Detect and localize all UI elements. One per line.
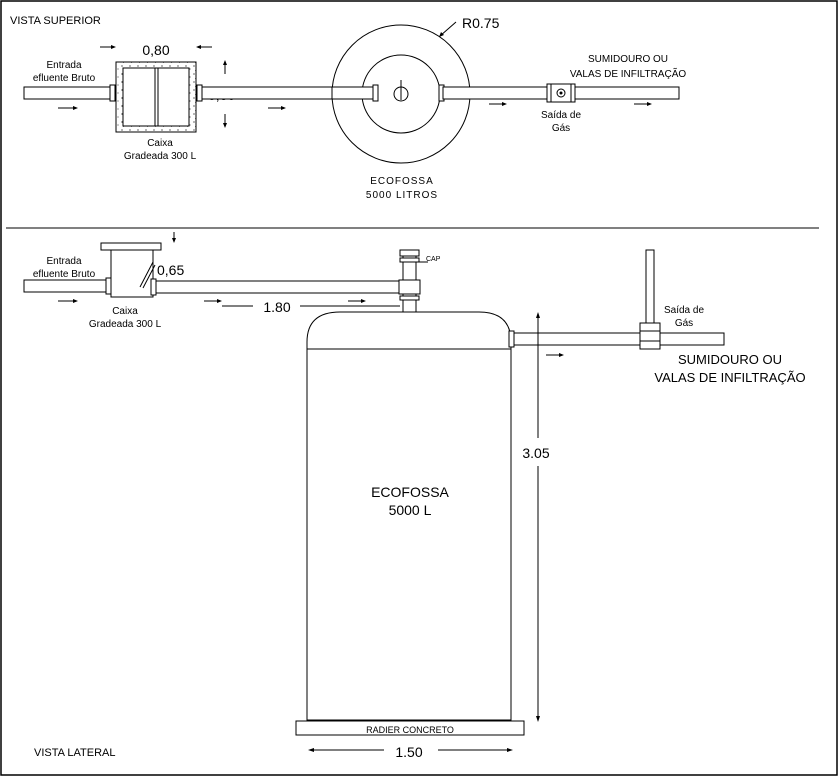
side-cap-label: CAP <box>426 256 441 263</box>
side-tank-height-dim: 3.05 <box>522 445 549 461</box>
side-gas-tee <box>639 322 661 350</box>
top-view-title: VISTA SUPERIOR <box>10 15 101 27</box>
top-flow-arrowhead-4 <box>647 102 652 106</box>
side-connection-pipe <box>152 280 403 294</box>
top-inlet-label-line2: efluente Bruto <box>33 73 96 84</box>
side-inlet-label-line2: efluente Bruto <box>33 269 96 280</box>
top-tank-label-line2: 5000 LITROS <box>366 190 438 201</box>
side-box-height-dim: 0,65 <box>157 262 184 278</box>
top-box-dim-arrowhead-right <box>196 45 201 49</box>
side-slab-label: RADIER CONCRETO <box>366 725 454 735</box>
side-tank-label-line1: ECOFOSSA <box>371 484 449 500</box>
top-view: VISTA SUPERIOR Entrada efluente Bruto 0,… <box>10 15 686 201</box>
top-box-dim-arrowhead-left <box>111 45 116 49</box>
side-tank-height-arrowhead-bottom <box>536 716 540 722</box>
top-inlet-pipe <box>23 86 113 100</box>
side-screen-grid-2 <box>142 264 156 289</box>
side-inlet-pipe <box>23 279 109 293</box>
side-concrete-slab <box>295 720 525 736</box>
side-pipe-length-dim: 1.80 <box>263 299 290 315</box>
top-inlet-fitting <box>109 84 116 102</box>
side-gas-vent-pipe <box>645 249 655 333</box>
side-box-height-arrowhead-top <box>172 238 176 243</box>
side-tank-width-arrowhead-right <box>507 748 513 752</box>
side-riser-collar-2 <box>399 295 420 301</box>
side-riser-cap <box>399 249 420 257</box>
side-flow-arrowhead-4 <box>559 353 564 357</box>
side-outlet-pipe <box>511 332 725 346</box>
side-box-label-line1: Caixa <box>112 306 138 317</box>
top-tank-inlet-pipe <box>331 86 377 100</box>
top-flow-arrowhead-3 <box>502 102 507 106</box>
side-gas-label-line2: Gás <box>675 318 693 329</box>
side-outlet-label-line1: SUMIDOURO OU <box>678 352 782 367</box>
side-riser-tee <box>398 279 421 295</box>
side-outlet-fitting <box>508 330 515 348</box>
top-tank-radius-dim: R0.75 <box>462 15 500 31</box>
side-flow-arrowhead-3 <box>361 299 366 303</box>
side-tank-width-dim: 1.50 <box>395 744 422 760</box>
side-view-title: VISTA LATERAL <box>34 747 116 759</box>
top-box-depth-arrowhead-bottom <box>223 123 227 128</box>
side-inlet-fitting <box>105 277 112 295</box>
top-tank-inlet-fitting <box>372 84 379 102</box>
side-outlet-label-line2: VALAS DE INFILTRAÇÃO <box>654 370 805 385</box>
side-screen-box-lid <box>100 242 162 251</box>
side-riser-collar-1 <box>399 257 420 263</box>
top-screen-box-inner <box>122 67 190 127</box>
top-flow-arrowhead-1 <box>73 106 78 110</box>
side-screen-box-body <box>110 249 154 298</box>
side-box-outlet-fitting <box>150 278 157 296</box>
side-inlet-label-line1: Entrada <box>46 256 81 267</box>
side-tank-height-arrowhead-top <box>536 312 540 318</box>
side-tank-width-arrowhead-left <box>308 748 314 752</box>
side-flow-arrowhead-1 <box>73 299 78 303</box>
side-gas-label-line1: Saída de <box>664 305 704 316</box>
top-gas-vent-inner <box>559 91 563 95</box>
top-tank-label-line1: ECOFOSSA <box>370 176 434 187</box>
top-gas-label-line2: Gás <box>552 123 570 134</box>
top-flow-arrowhead-2 <box>281 106 286 110</box>
side-box-label-line2: Gradeada 300 L <box>89 319 162 330</box>
side-flow-arrowhead-2 <box>217 299 222 303</box>
top-box-width-dim: 0,80 <box>142 42 169 58</box>
side-tank-label-line2: 5000 L <box>389 502 432 518</box>
top-box-depth-arrowhead-top <box>223 60 227 65</box>
top-tank-radius-arrowhead <box>439 32 444 37</box>
top-outlet-label-line2: VALAS DE INFILTRAÇÃO <box>570 67 687 80</box>
side-view: Entrada efluente Bruto 0,65 Caixa Gradea… <box>23 232 806 760</box>
top-gas-label-line1: Saída de <box>541 110 581 121</box>
top-inlet-label-line1: Entrada <box>46 60 81 71</box>
top-box-outlet-fitting <box>196 84 203 102</box>
top-box-label-line2: Gradeada 300 L <box>124 151 197 162</box>
top-outlet-label-line1: SUMIDOURO OU <box>588 54 668 65</box>
top-box-label-line1: Caixa <box>147 138 173 149</box>
side-screen-grid <box>139 261 154 288</box>
